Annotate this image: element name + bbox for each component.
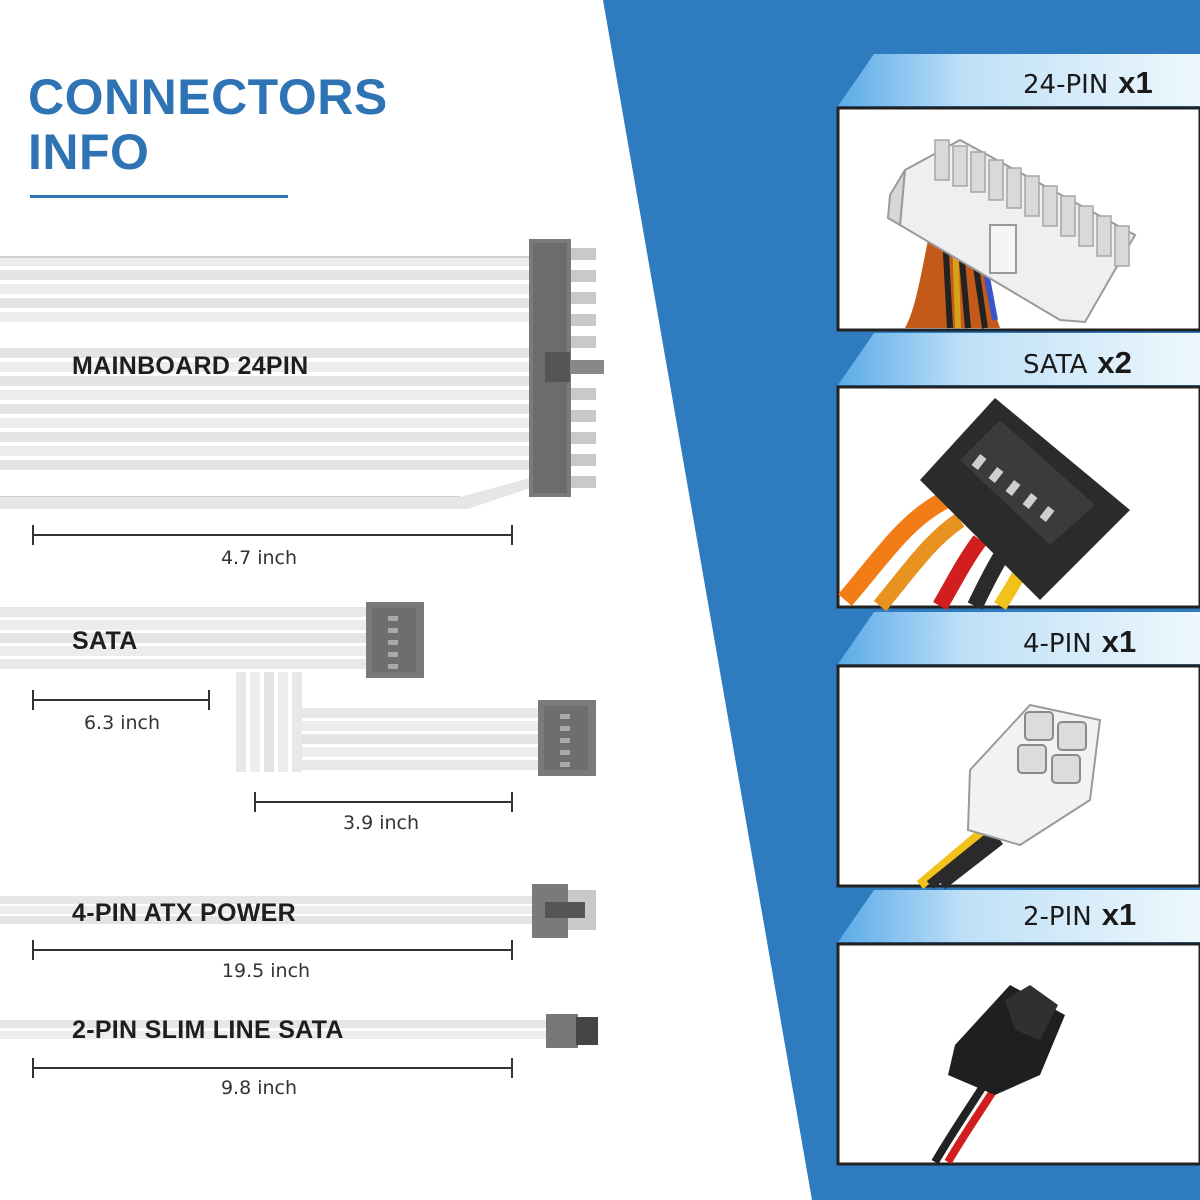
4pin-atx-power-length: 19.5 inch <box>221 960 311 982</box>
cable-diagrams <box>0 239 604 1078</box>
dimension-line-sata-b <box>254 792 513 812</box>
24-pin-connector-photo <box>886 138 1137 329</box>
2-pin-connector-photo <box>931 985 1065 1165</box>
2pin-slim-sata-cable-drawing <box>0 1014 598 1048</box>
panel-24pin <box>836 54 1200 332</box>
panel-2pin <box>836 890 1200 1166</box>
sata-length-b: 3.9 inch <box>342 812 420 834</box>
panel-4pin-title: 4-PIN x1 <box>1023 624 1136 660</box>
sata-label: SATA <box>72 627 138 655</box>
dimension-line-2pin <box>32 1058 513 1078</box>
4pin-atx-cable-drawing <box>0 884 596 938</box>
page-title-line-2: INFO <box>28 124 150 180</box>
panel-24pin-name: 24-PIN <box>1023 70 1109 100</box>
page-title-line-1: CONNECTORS <box>28 69 388 125</box>
panel-sata-name: SATA <box>1023 350 1088 380</box>
panel-sata-title: SATA x2 <box>1023 345 1132 381</box>
mainboard-24pin-label: MAINBOARD 24PIN <box>72 352 309 380</box>
sata-cable-drawing <box>0 602 596 776</box>
title-underline <box>30 195 288 198</box>
dimension-line-24pin <box>32 525 513 545</box>
panel-2pin-name: 2-PIN <box>1023 902 1092 932</box>
4pin-atx-power-label: 4-PIN ATX POWER <box>72 899 296 927</box>
panel-sata <box>836 333 1200 612</box>
panel-4pin-name: 4-PIN <box>1023 629 1092 659</box>
mainboard-24pin-cable-drawing <box>0 239 604 509</box>
dimension-line-4pin <box>32 940 513 960</box>
2pin-slim-line-sata-length: 9.8 inch <box>220 1077 298 1099</box>
panel-2pin-qty: x1 <box>1101 897 1137 932</box>
panel-4pin-qty: x1 <box>1101 624 1137 659</box>
sata-length-a: 6.3 inch <box>83 712 161 734</box>
panel-4pin <box>836 612 1200 889</box>
panel-2pin-title: 2-PIN x1 <box>1023 897 1136 933</box>
mainboard-24pin-length: 4.7 inch <box>220 547 298 569</box>
panel-sata-qty: x2 <box>1097 345 1132 380</box>
panel-24pin-qty: x1 <box>1118 65 1153 100</box>
4-pin-connector-photo <box>916 703 1102 889</box>
panel-24pin-title: 24-PIN x1 <box>1023 65 1153 101</box>
sata-connector-photo <box>838 398 1130 612</box>
dimension-line-sata-a <box>32 690 210 710</box>
2pin-slim-line-sata-label: 2-PIN SLIM LINE SATA <box>72 1016 344 1044</box>
